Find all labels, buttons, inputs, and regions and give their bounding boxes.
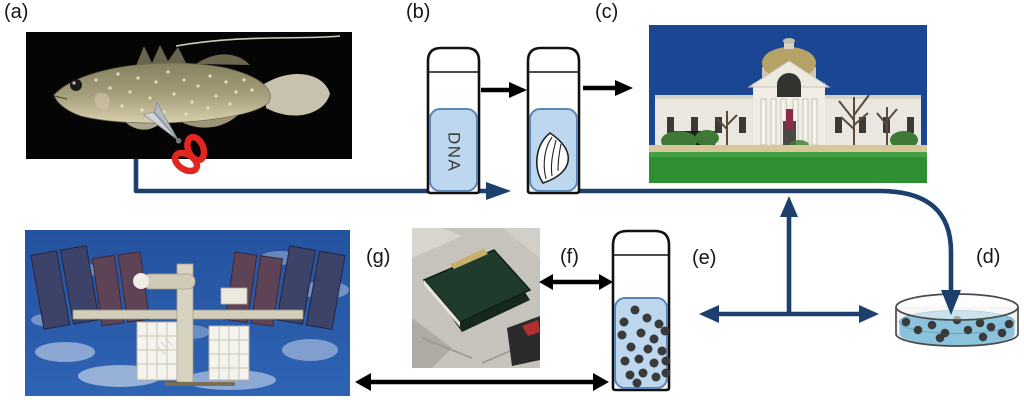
specimen-dot [661, 356, 671, 366]
arrow-iss-vial-left [355, 373, 371, 391]
label-g: (g) [366, 246, 391, 268]
specimen-dot [654, 319, 664, 329]
specimen-dot [978, 332, 988, 342]
specimen-dot [1004, 319, 1014, 329]
specimen-dot [626, 342, 636, 352]
radiator-panels [136, 287, 250, 381]
specimen-dot [636, 328, 646, 338]
specimen-dot [975, 318, 985, 328]
specimen-dots [617, 305, 671, 388]
specimen-dot [617, 330, 627, 340]
lawn-stripe [649, 152, 927, 157]
arrow-book-vial-left [539, 274, 553, 290]
specimen-dot [625, 370, 635, 380]
label-a: (a) [4, 1, 29, 23]
arrow-tube2-to-museum [615, 80, 633, 96]
arrowhead-up [780, 196, 798, 217]
tissue-sample-icon [536, 132, 570, 184]
three-way-arrow [699, 196, 879, 323]
specimen-dot [657, 346, 667, 356]
notebooks [422, 249, 540, 366]
path [649, 145, 927, 152]
tissue-tube [525, 45, 582, 195]
specimen-dot [638, 368, 648, 378]
specimen-dot [661, 368, 671, 378]
dna-tube [425, 45, 482, 195]
fish-photo [26, 32, 352, 175]
specimen-dot [651, 372, 661, 382]
lawn [649, 152, 927, 183]
specimen-dot [642, 313, 652, 323]
petri-dish [890, 292, 1024, 352]
notebook-title-stripe [450, 249, 488, 269]
specimen-dot [620, 356, 630, 366]
specimen-dot [963, 325, 973, 335]
specimen-dot [986, 322, 996, 332]
bare-trees [716, 94, 898, 146]
specimen-dot [630, 305, 640, 315]
specimen-dot [619, 317, 629, 327]
specimen-dot [997, 328, 1007, 338]
specimen-dot [643, 344, 653, 354]
arrowhead-into-tissue-tube [486, 182, 511, 200]
museum-building [655, 38, 921, 150]
specimen-dot [935, 333, 945, 343]
arrow-iss-vial-right [593, 373, 609, 391]
dna-tube-label: DNA [444, 131, 464, 173]
label-d: (d) [976, 246, 1001, 268]
specimen-dot [649, 334, 659, 344]
label-f: (f) [560, 246, 579, 268]
arrowhead-right [859, 305, 879, 323]
museum-photo [649, 25, 927, 183]
arrowhead-left [699, 305, 719, 323]
dish-rim [895, 293, 1019, 321]
specimen-vial [610, 228, 672, 392]
specimen-dot [913, 325, 923, 335]
specimen-dot [901, 317, 911, 327]
specimen-dot [927, 320, 937, 330]
specimen-dot [649, 358, 659, 368]
label-b: (b) [406, 1, 431, 23]
specimen-dot [632, 378, 642, 388]
banner [786, 109, 793, 129]
label-c: (c) [595, 1, 619, 23]
label-e: (e) [692, 247, 717, 269]
specimen-dot [634, 354, 644, 364]
space-station-photo [25, 230, 350, 396]
fish-illustration [53, 35, 341, 130]
specimen-dot [660, 326, 670, 336]
iss-structure [30, 245, 346, 386]
notebook-photo [412, 228, 540, 368]
